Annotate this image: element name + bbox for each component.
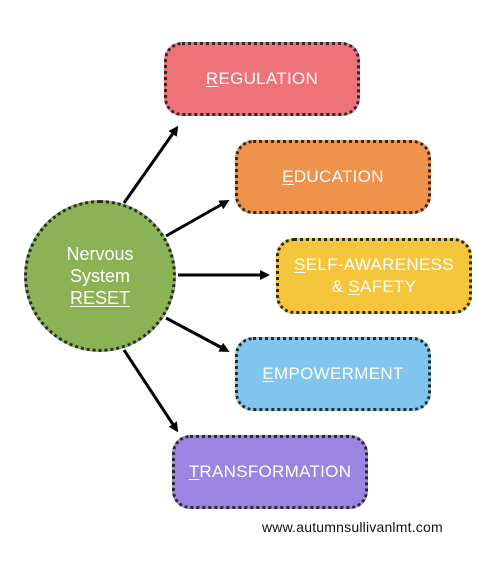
- arrow-to-empowerment: [165, 316, 230, 352]
- box-regulation-initial: R: [205, 69, 219, 88]
- center-line-3: RESET: [69, 288, 130, 308]
- box-regulation-label: REGULATION: [206, 68, 318, 90]
- box-education-label: EDUCATION: [282, 166, 384, 188]
- box-transformation-initial: T: [188, 462, 200, 481]
- center-node-nervous-system-reset: Nervous System RESET: [24, 200, 176, 352]
- arrow-to-education: [165, 200, 230, 238]
- center-line-2: System: [69, 266, 130, 286]
- box-transformation-label: TRANSFORMATION: [189, 461, 352, 483]
- box-empowerment-initial: E: [262, 364, 275, 383]
- box-regulation: REGULATION: [164, 42, 360, 116]
- box-self-awareness-line-1: SELF-AWARENESS: [294, 254, 454, 276]
- box-self-awareness-safety: SELF-AWARENESS & SAFETY: [276, 238, 472, 314]
- box-education-initial: E: [282, 167, 294, 186]
- box-safety-initial: S: [348, 277, 360, 296]
- box-safety-rest: AFETY: [360, 277, 417, 296]
- box-self-awareness-line-2: & SAFETY: [294, 276, 454, 298]
- box-education: EDUCATION: [235, 140, 431, 214]
- box-transformation: TRANSFORMATION: [172, 435, 368, 509]
- box-empowerment: EMPOWERMENT: [235, 337, 431, 411]
- box-education-rest: DUCATION: [293, 167, 384, 186]
- box-safety-prefix: &: [331, 277, 349, 296]
- center-line-1: Nervous: [66, 244, 134, 264]
- website-url: www.autumnsullivanlmt.com: [262, 519, 443, 535]
- arrow-to-transformation: [122, 349, 179, 433]
- box-self-awareness-label: SELF-AWARENESS & SAFETY: [294, 254, 454, 298]
- box-regulation-rest: EGULATION: [218, 69, 319, 88]
- box-empowerment-rest: MPOWERMENT: [274, 364, 404, 383]
- box-empowerment-label: EMPOWERMENT: [262, 363, 403, 385]
- arrow-to-regulation: [122, 125, 179, 204]
- box-transformation-rest: RANSFORMATION: [199, 462, 352, 481]
- box-self-awareness-initial: S: [294, 255, 306, 274]
- box-self-awareness-rest: ELF-AWARENESS: [305, 255, 454, 274]
